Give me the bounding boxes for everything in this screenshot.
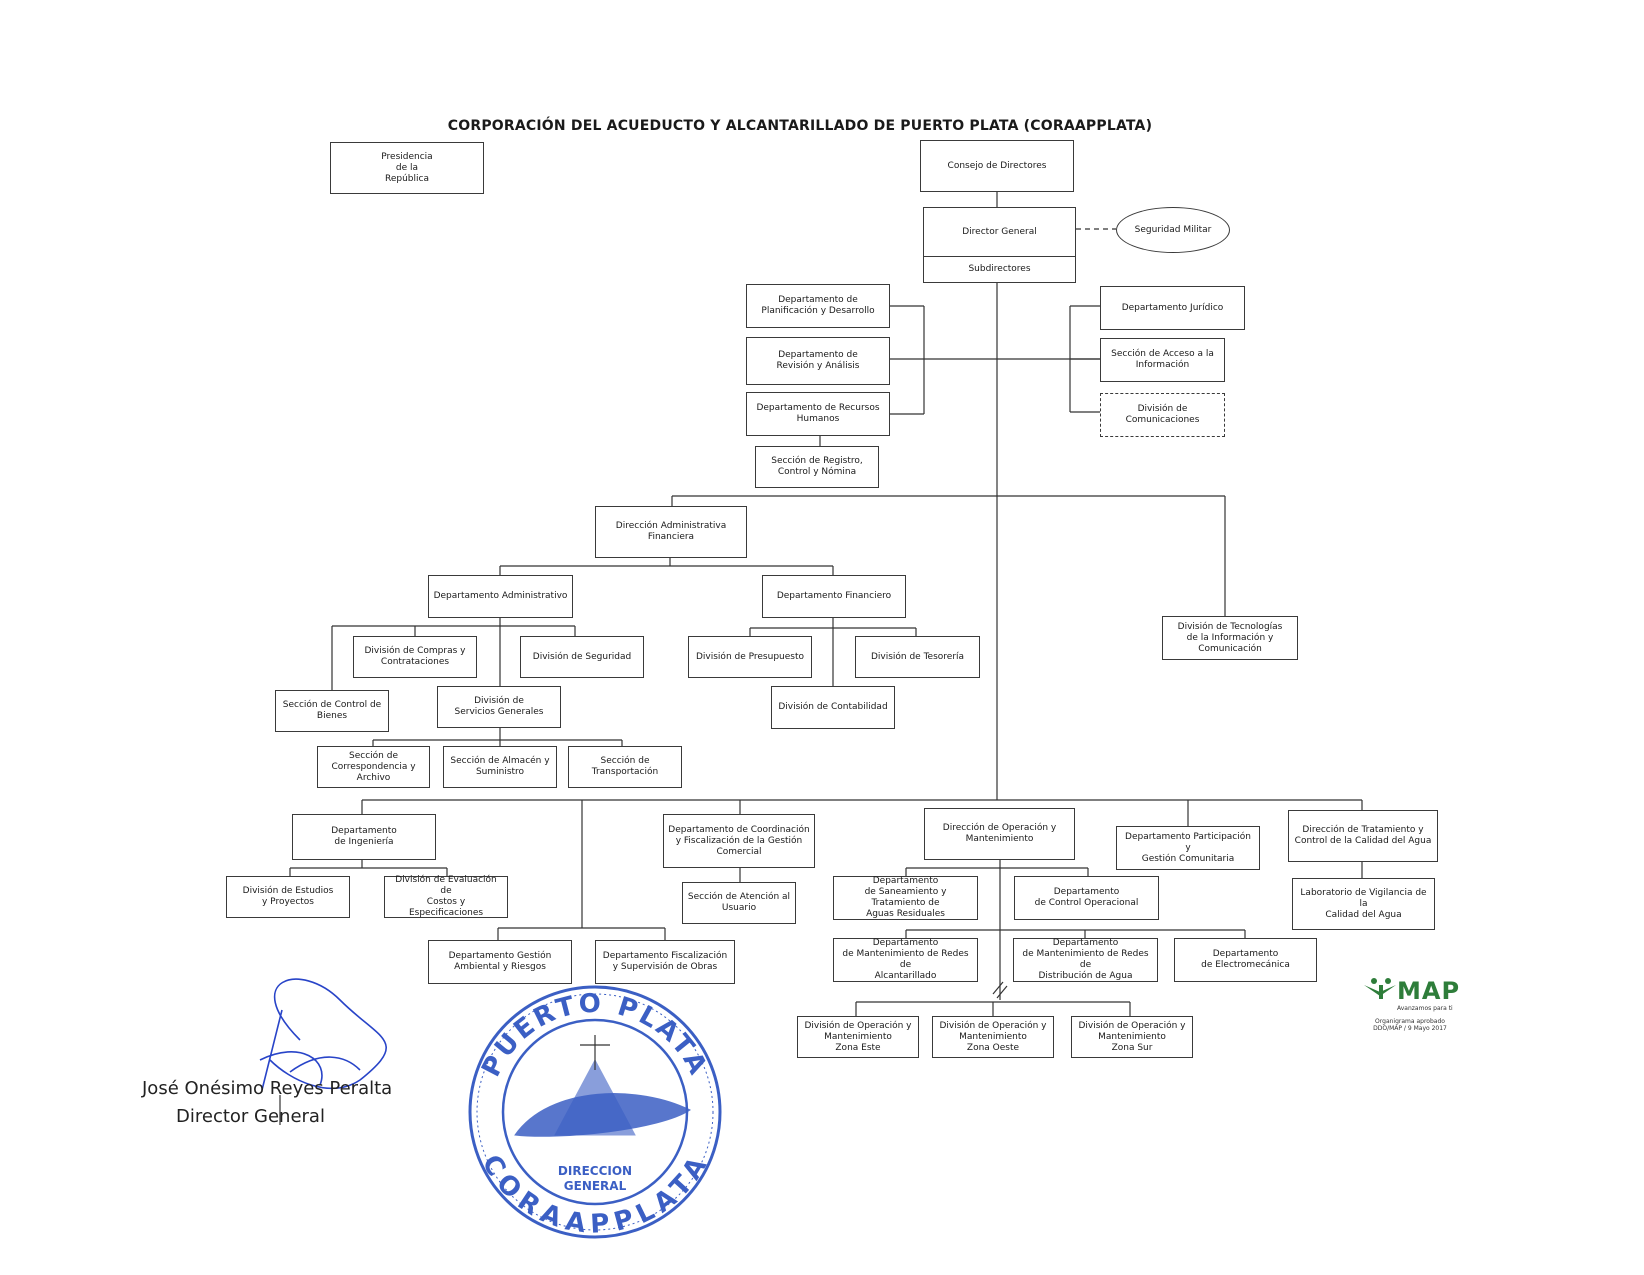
revision-box: Departamento de Revisión y Análisis <box>746 337 890 385</box>
map-approval-note: Organigrama aprobado DDO/MAP / 9 Mayo 20… <box>1373 1018 1447 1032</box>
signature-scribble <box>259 978 387 1125</box>
correspondencia-box: Sección de Correspondencia y Archivo <box>317 746 430 788</box>
signature-name: José Onésimo Reyes Peralta <box>142 1078 393 1099</box>
control-bienes-box: Sección de Control de Bienes <box>275 690 389 732</box>
tic-box: División de Tecnologías de la Informació… <box>1162 616 1298 660</box>
servicios-generales-box: División de Servicios Generales <box>437 686 561 728</box>
map-logo-icon <box>1364 978 1396 999</box>
participacion-box: Departamento Participación y Gestión Com… <box>1116 826 1260 870</box>
consejo-box: Consejo de Directores <box>920 140 1074 192</box>
electromecanica-box: Departamento de Electromecánica <box>1174 938 1317 982</box>
coordinacion-box: Departamento de Coordinación y Fiscaliza… <box>663 814 815 868</box>
registro-box: Sección de Registro, Control y Nómina <box>755 446 879 488</box>
saneamiento-box: Departamento de Saneamiento y Tratamient… <box>833 876 978 920</box>
map-logo-tagline: Avanzamos para ti <box>1397 1005 1453 1012</box>
presidencia-box: Presidencia de la República <box>330 142 484 194</box>
depto-financiero-box: Departamento Financiero <box>762 575 906 618</box>
map-logo-name: MAP <box>1397 977 1461 1005</box>
evaluacion-box: División de Evaluación de Costos y Espec… <box>384 875 508 918</box>
laboratorio-box: Laboratorio de Vigilancia de la Calidad … <box>1292 878 1435 930</box>
tesoreria-box: División de Tesorería <box>855 636 980 678</box>
official-stamp <box>468 985 722 1239</box>
transportacion-box: Sección de Transportación <box>568 746 682 788</box>
acceso-informacion-box: Sección de Acceso a la Información <box>1100 338 1225 382</box>
almacen-box: Sección de Almacén y Suministro <box>443 746 557 788</box>
planificacion-box: Departamento de Planificación y Desarrol… <box>746 284 890 328</box>
map-logo: MAP Avanzamos para ti Organigrama aproba… <box>1355 977 1465 1032</box>
zona-sur-box: División de Operación y Mantenimiento Zo… <box>1071 1016 1193 1058</box>
depto-administrativo-box: Departamento Administrativo <box>428 575 573 618</box>
subdirectores-box: Subdirectores <box>923 256 1076 283</box>
dir-calidad-box: Dirección de Tratamiento y Control de la… <box>1288 810 1438 862</box>
compras-box: División de Compras y Contrataciones <box>353 636 477 678</box>
seguridad-militar-oval: Seguridad Militar <box>1116 207 1230 253</box>
mant-alcantarillado-box: Departamento de Mantenimiento de Redes d… <box>833 938 978 982</box>
fiscalizacion-box: Departamento Fiscalización y Supervisión… <box>595 940 735 984</box>
svg-text:PUERTO PLATA: PUERTO PLATA <box>476 989 713 1082</box>
signature-role: Director General <box>176 1106 325 1127</box>
juridico-box: Departamento Jurídico <box>1100 286 1245 330</box>
director-general-box: Director General <box>923 207 1076 257</box>
gestion-ambiental-box: Departamento Gestión Ambiental y Riesgos <box>428 940 572 984</box>
stamp-text: PUERTO PLATA CORAAPPLATA <box>476 989 713 1240</box>
presupuesto-box: División de Presupuesto <box>688 636 812 678</box>
chart-title: CORPORACIÓN DEL ACUEDUCTO Y ALCANTARILLA… <box>447 118 1153 134</box>
control-operacional-box: Departamento de Control Operacional <box>1014 876 1159 920</box>
zona-oeste-box: División de Operación y Mantenimiento Zo… <box>932 1016 1054 1058</box>
seguridad-box: División de Seguridad <box>520 636 644 678</box>
rrhh-box: Departamento de Recursos Humanos <box>746 392 890 436</box>
estudios-box: División de Estudios y Proyectos <box>226 876 350 918</box>
stamp-center-text: DIRECCION GENERAL <box>557 1164 633 1193</box>
comunicaciones-box: División de Comunicaciones <box>1100 393 1225 437</box>
stamp-top-text: PUERTO PLATA <box>476 989 710 1082</box>
dir-operacion-box: Dirección de Operación y Mantenimiento <box>924 808 1075 860</box>
contabilidad-box: División de Contabilidad <box>771 686 895 729</box>
atencion-usuario-box: Sección de Atención al Usuario <box>682 882 796 924</box>
zona-este-box: División de Operación y Mantenimiento Zo… <box>797 1016 919 1058</box>
dir-admin-financiera-box: Dirección Administrativa Financiera <box>595 506 747 558</box>
mant-agua-box: Departamento de Mantenimiento de Redes d… <box>1013 938 1158 982</box>
ingenieria-box: Departamento de Ingeniería <box>292 814 436 860</box>
